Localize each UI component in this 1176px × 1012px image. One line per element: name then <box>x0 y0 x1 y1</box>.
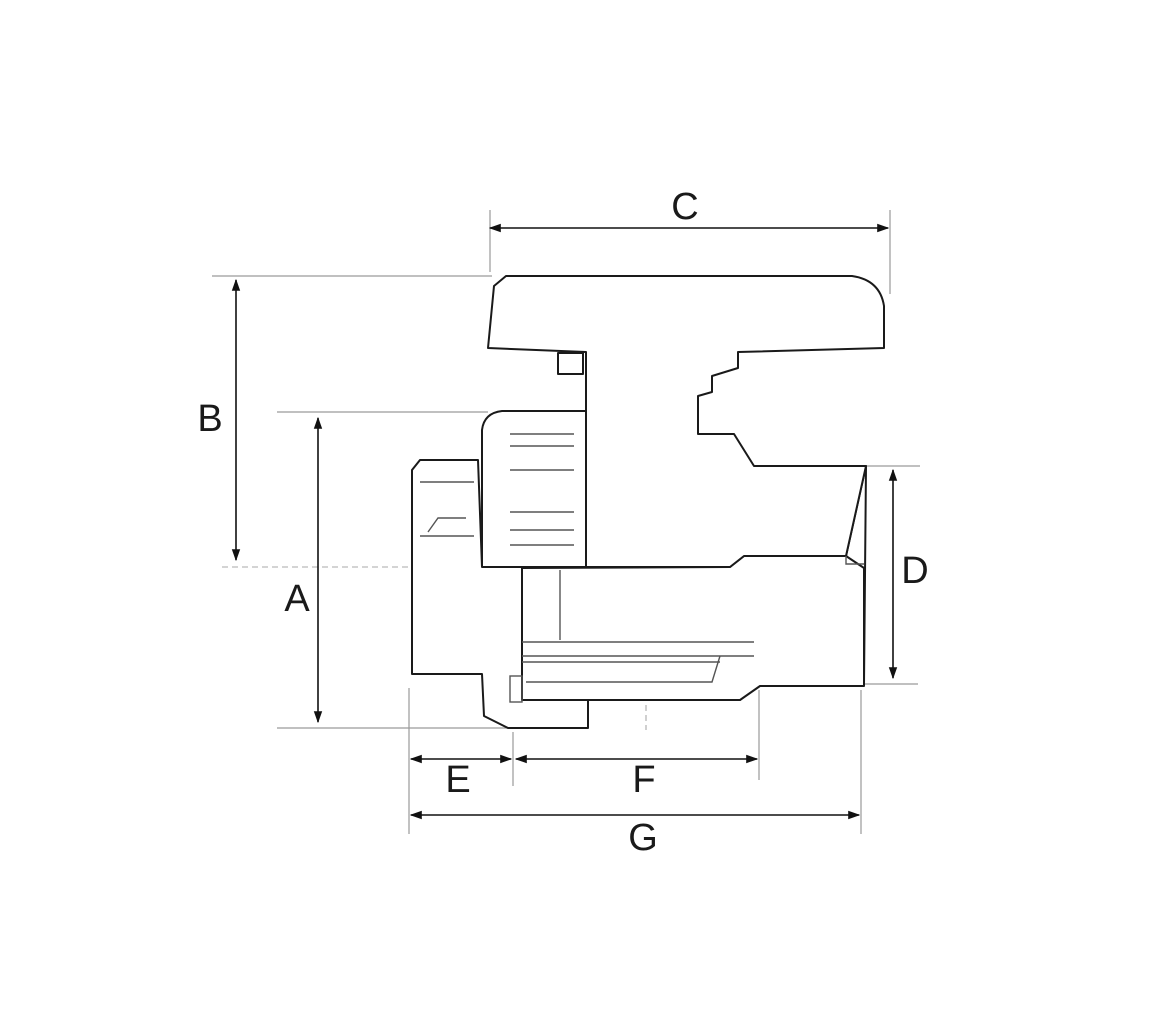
nut-grip-lines <box>510 433 574 546</box>
union-nut <box>481 410 587 568</box>
dimension-c-label: C <box>671 186 698 228</box>
dimension-arrows <box>231 223 898 820</box>
dimension-b-label: B <box>197 398 222 440</box>
end-connector <box>411 459 589 729</box>
handle-notch <box>557 352 584 375</box>
dimension-labels: C B A D E F G <box>197 186 928 859</box>
dimension-g-label: G <box>628 817 658 859</box>
bore-details <box>509 556 864 703</box>
dimension-f-label: F <box>632 759 655 801</box>
valve-body-lower <box>521 555 865 701</box>
connector-details <box>420 481 474 537</box>
dimension-e-label: E <box>445 759 470 801</box>
dimension-a-label: A <box>284 578 310 620</box>
dimension-d-label: D <box>901 550 928 592</box>
valve-drawing <box>411 275 885 729</box>
